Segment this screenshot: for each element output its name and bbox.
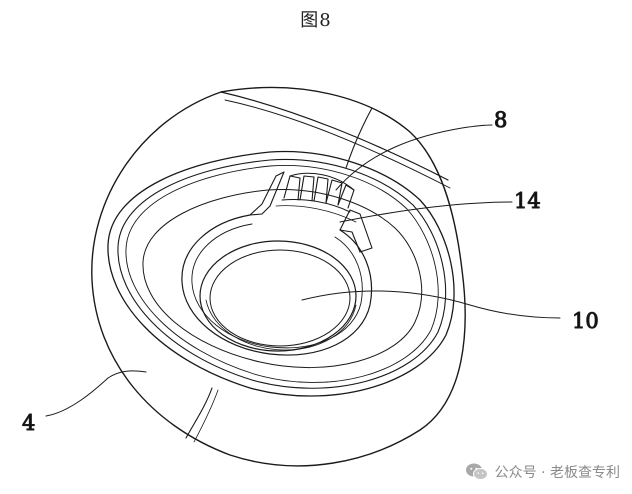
tooth-ring (275, 172, 357, 223)
leader-line-14 (339, 201, 513, 223)
leader-line-4 (45, 370, 147, 417)
watermark-text: 公众号 · 老板查专利 (494, 465, 620, 481)
central-opening (199, 240, 357, 352)
watermark: 公众号 · 老板查专利 (465, 462, 620, 482)
raised-collar (181, 171, 373, 356)
leader-lines (45, 124, 561, 417)
leader-line-8 (335, 124, 493, 191)
label-4: 4 (22, 411, 35, 435)
outer-rim (107, 150, 455, 397)
wechat-icon (465, 463, 488, 480)
outer-shell (91, 86, 466, 467)
leader-line-10 (301, 290, 561, 319)
label-14: 14 (514, 189, 541, 213)
label-10: 10 (572, 309, 599, 333)
figure-title: 图8 (300, 10, 332, 31)
label-8: 8 (494, 108, 507, 132)
